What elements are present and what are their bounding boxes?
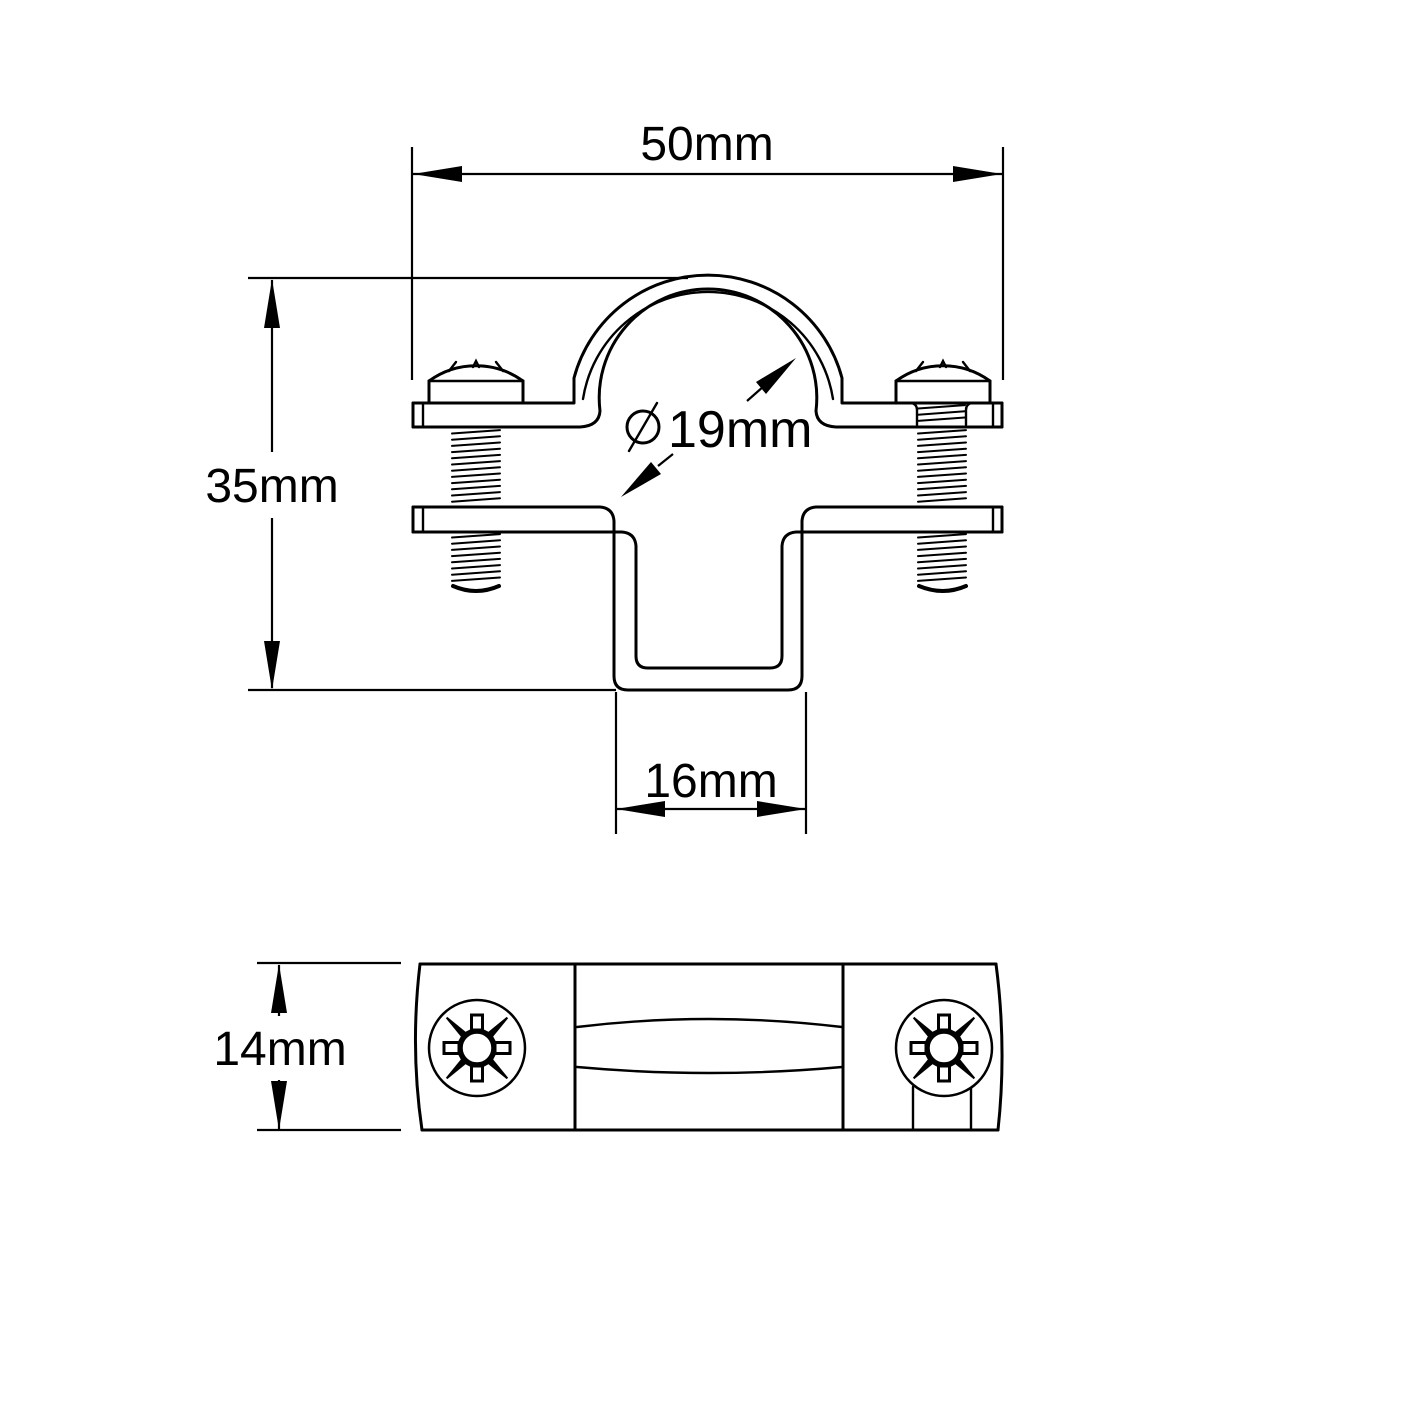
dim50-arrowhead-left: [413, 166, 462, 182]
front-view: 50mm 35mm 19mm 16mm: [205, 118, 1005, 834]
left-screw-tip: [451, 584, 501, 593]
dim35-arrowhead-top: [264, 279, 280, 328]
dim50-arrowhead-right: [953, 166, 1002, 182]
right-pozidriv-screw-head: [896, 1000, 992, 1096]
bottom-view: 14mm: [213, 961, 1004, 1132]
right-tab-slot-threads: [917, 404, 966, 422]
dimension-50mm: 50mm: [410, 118, 1005, 380]
left-screw: [427, 358, 525, 593]
left-pozidriv-screw-head: [429, 1000, 525, 1096]
diameter-leader-lower-line: [657, 453, 674, 467]
dim16-label: 16mm: [644, 755, 777, 808]
strap-lens-lower-arc: [575, 1065, 844, 1075]
dim14-arrowhead-bottom: [271, 1081, 287, 1130]
diameter-leader-lower-arrowhead: [621, 462, 661, 497]
dim50-extension-lines: [410, 147, 1005, 380]
dim35-label: 35mm: [205, 460, 338, 513]
strap-thickness-arc: [581, 290, 835, 401]
strap-outer-contour: [411, 273, 1004, 405]
left-screw-head-dome: [427, 364, 525, 383]
left-screw-threads-lower: [451, 533, 501, 582]
dim50-label: 50mm: [640, 118, 773, 171]
dimension-35mm: 35mm: [205, 276, 688, 692]
right-screw-head-recess-marks: [914, 358, 972, 373]
bottom-body-left-edge: [413, 962, 424, 1132]
bottom-body: [413, 962, 1004, 1132]
right-screw-threads-upper: [917, 429, 967, 503]
strap-inner-contour: [411, 287, 1004, 429]
left-screw-head-recess-marks: [447, 358, 505, 373]
dim35-extension-lines: [248, 276, 688, 692]
left-screw-head-sides: [427, 379, 525, 405]
diameter-label: 19mm: [668, 401, 812, 459]
dim14-label: 14mm: [213, 1023, 346, 1076]
dimension-14mm: 14mm: [213, 961, 401, 1132]
dimension-16mm: 16mm: [614, 692, 808, 834]
right-screw-shank-lines: [911, 1085, 973, 1131]
bracket-top-contour: [411, 505, 1004, 692]
right-tab-slot-edges: [909, 401, 974, 427]
right-screw-head-sides: [894, 379, 992, 405]
bracket-bottom-contour: [411, 530, 1004, 670]
diameter-symbol-slash: [627, 401, 659, 453]
right-screw-tip: [917, 584, 968, 593]
dim14-extension-lines: [257, 961, 401, 1132]
dim35-arrowhead-bottom: [264, 641, 280, 690]
diameter-leader-upper-line: [746, 385, 765, 402]
right-screw: [894, 358, 992, 593]
right-screw-head-dome: [894, 364, 992, 383]
dim14-arrowhead-top: [271, 964, 287, 1013]
diameter-symbol-circle: [625, 409, 661, 445]
dim16-extension-lines: [614, 692, 808, 834]
base-bracket: [411, 505, 1004, 692]
bottom-body-right-edge: [994, 962, 1004, 1132]
right-screw-threads-lower: [917, 533, 967, 582]
strap-lens-upper-arc: [575, 1017, 844, 1029]
dim16-arrowhead-right: [757, 801, 806, 817]
diameter-leader-upper-arrowhead: [756, 358, 796, 394]
diameter-callout: 19mm: [621, 358, 812, 497]
clamp-strap: [411, 273, 1004, 429]
left-screw-threads-upper: [451, 429, 501, 503]
dim16-arrowhead-left: [616, 801, 665, 817]
